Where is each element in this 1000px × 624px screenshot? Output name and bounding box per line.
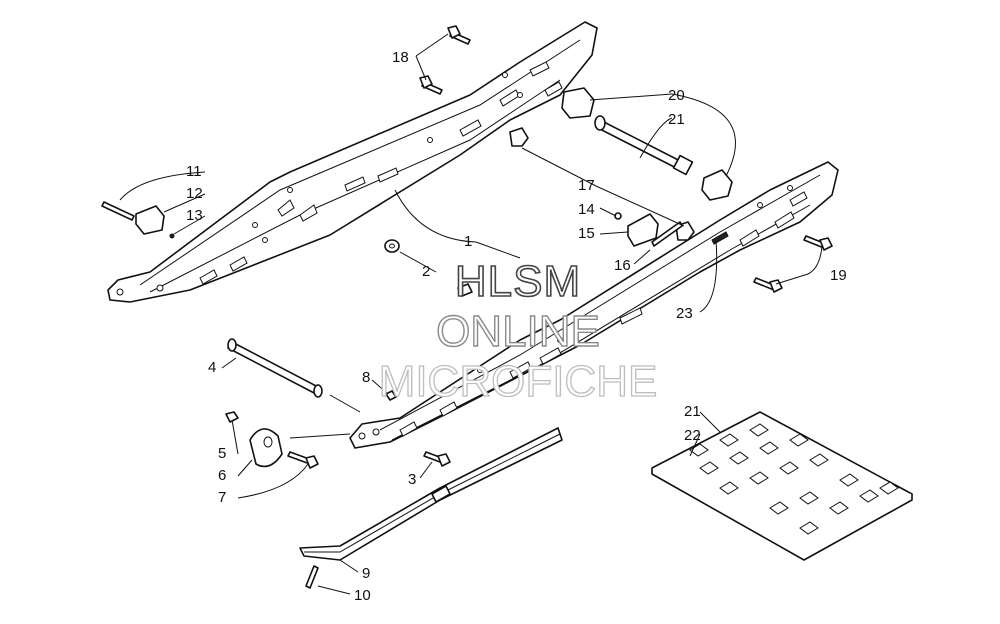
callout-13: 13 — [186, 207, 203, 224]
callout-22: 22 — [684, 427, 701, 444]
wear-strip-9 — [299, 427, 563, 561]
callout-18-lower: 19 — [830, 267, 847, 284]
nut-8 — [385, 390, 397, 401]
bumper-block-12 — [135, 205, 165, 235]
clip-2b — [457, 283, 473, 297]
bolt-18-a — [447, 25, 471, 45]
bolt-18-b — [419, 75, 443, 95]
cross-shaft — [227, 338, 361, 413]
bolt-7 — [287, 451, 319, 469]
leader-lines — [119, 33, 823, 595]
callout-1: 1 — [464, 233, 472, 250]
spacer-17-upper — [509, 127, 529, 147]
screw-16 — [651, 221, 683, 247]
watermark-line-1: HLSM — [455, 257, 581, 306]
bushing-19-upper — [561, 87, 595, 119]
watermark-line-2: ONLINE — [436, 307, 600, 356]
callout-8: 8 — [362, 369, 370, 386]
callout-18-upper: 18 — [392, 49, 409, 66]
callout-12: 12 — [186, 185, 203, 202]
bushing-19-lower — [701, 169, 733, 201]
callout-16: 16 — [614, 257, 631, 274]
right-slide-rail — [349, 161, 839, 449]
callout-10: 10 — [354, 587, 371, 604]
watermark: HLSM ONLINE MICROFICHE — [378, 256, 658, 406]
bolt-18-d — [753, 277, 783, 293]
bumper-block-15 — [627, 213, 659, 247]
cap-5 — [225, 411, 239, 423]
callout-15: 15 — [578, 225, 595, 242]
screw-10 — [305, 565, 319, 589]
callout-14: 14 — [578, 201, 595, 218]
callout-23: 23 — [676, 305, 693, 322]
washer-2 — [384, 239, 400, 253]
screw-11 — [101, 201, 135, 221]
bolt-18-c — [803, 235, 833, 251]
callout-20: 21 — [668, 111, 685, 128]
callout-6: 6 — [218, 467, 226, 484]
track-section — [651, 411, 913, 561]
nut-13 — [169, 233, 175, 239]
callout-labels: 18 20 21 11 12 13 17 14 15 16 1 2 19 23 … — [186, 49, 847, 604]
callout-11: 11 — [186, 163, 202, 180]
bolt-20 — [594, 115, 694, 176]
idler-wheel-6 — [249, 428, 283, 468]
callout-9: 9 — [362, 565, 370, 582]
callout-7: 7 — [218, 489, 226, 506]
callout-3: 3 — [408, 471, 416, 488]
callout-17: 17 — [578, 177, 595, 194]
callout-21: 21 — [684, 403, 701, 420]
callout-2: 2 — [422, 263, 430, 280]
callout-4: 4 — [208, 359, 216, 376]
watermark-line-3: MICROFICHE — [379, 357, 658, 406]
bolt-3 — [423, 451, 451, 467]
callout-5: 5 — [218, 445, 226, 462]
left-slide-rail — [107, 21, 598, 303]
callout-19: 20 — [668, 87, 685, 104]
